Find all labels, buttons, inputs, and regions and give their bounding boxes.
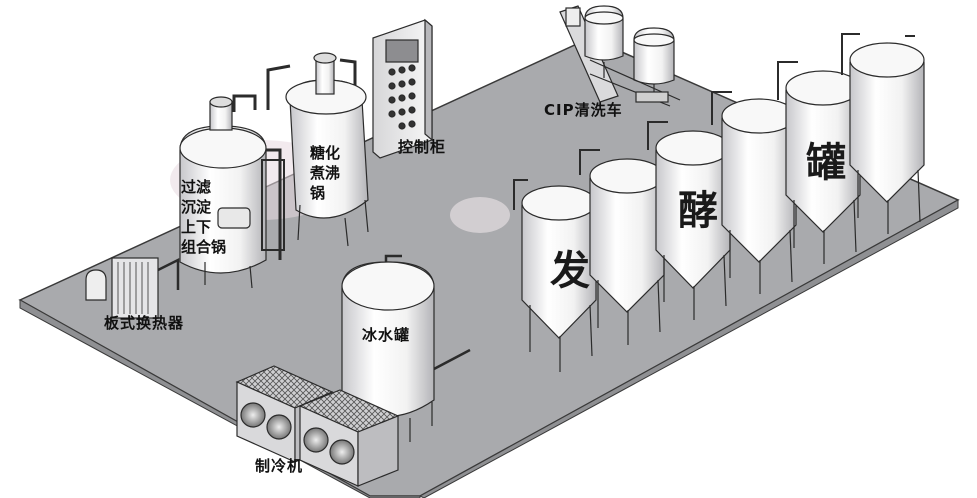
chiller-label: 制冷机 <box>255 457 304 475</box>
mash-boil-kettle <box>266 52 369 247</box>
ice-water-tank-label: 冰水罐 <box>362 326 411 344</box>
cip-cart-label: CIP清洗车 <box>544 101 623 119</box>
lauter-tun <box>179 94 285 289</box>
fermentation-tank <box>513 179 597 372</box>
control-cabinet-label: 控制柜 <box>398 138 447 156</box>
fermentation-tank <box>841 33 925 234</box>
fermentation-tank <box>777 61 861 264</box>
lauter-tun-label: 过滤 沉淀 上下 组合锅 <box>181 178 227 256</box>
fermentation-tank <box>647 121 731 320</box>
fermentation-tank-label-2: 酵 <box>678 187 718 234</box>
fermentation-tank-label-1: 发 <box>550 247 590 294</box>
cip-cart <box>559 5 681 107</box>
fermentation-tank <box>579 149 665 345</box>
plate-heat-exchanger <box>85 257 180 319</box>
fermentation-tank-label-3: 罐 <box>806 139 846 186</box>
fermentation-tank-row <box>513 33 925 372</box>
fermentation-tank <box>711 91 797 294</box>
plate-heat-exchanger-label: 板式换热器 <box>104 314 185 332</box>
chiller-units <box>235 365 400 487</box>
ice-water-tank <box>341 254 471 442</box>
mash-boil-kettle-label: 糖化 煮沸 锅 <box>310 144 341 202</box>
control-cabinet <box>372 18 433 159</box>
